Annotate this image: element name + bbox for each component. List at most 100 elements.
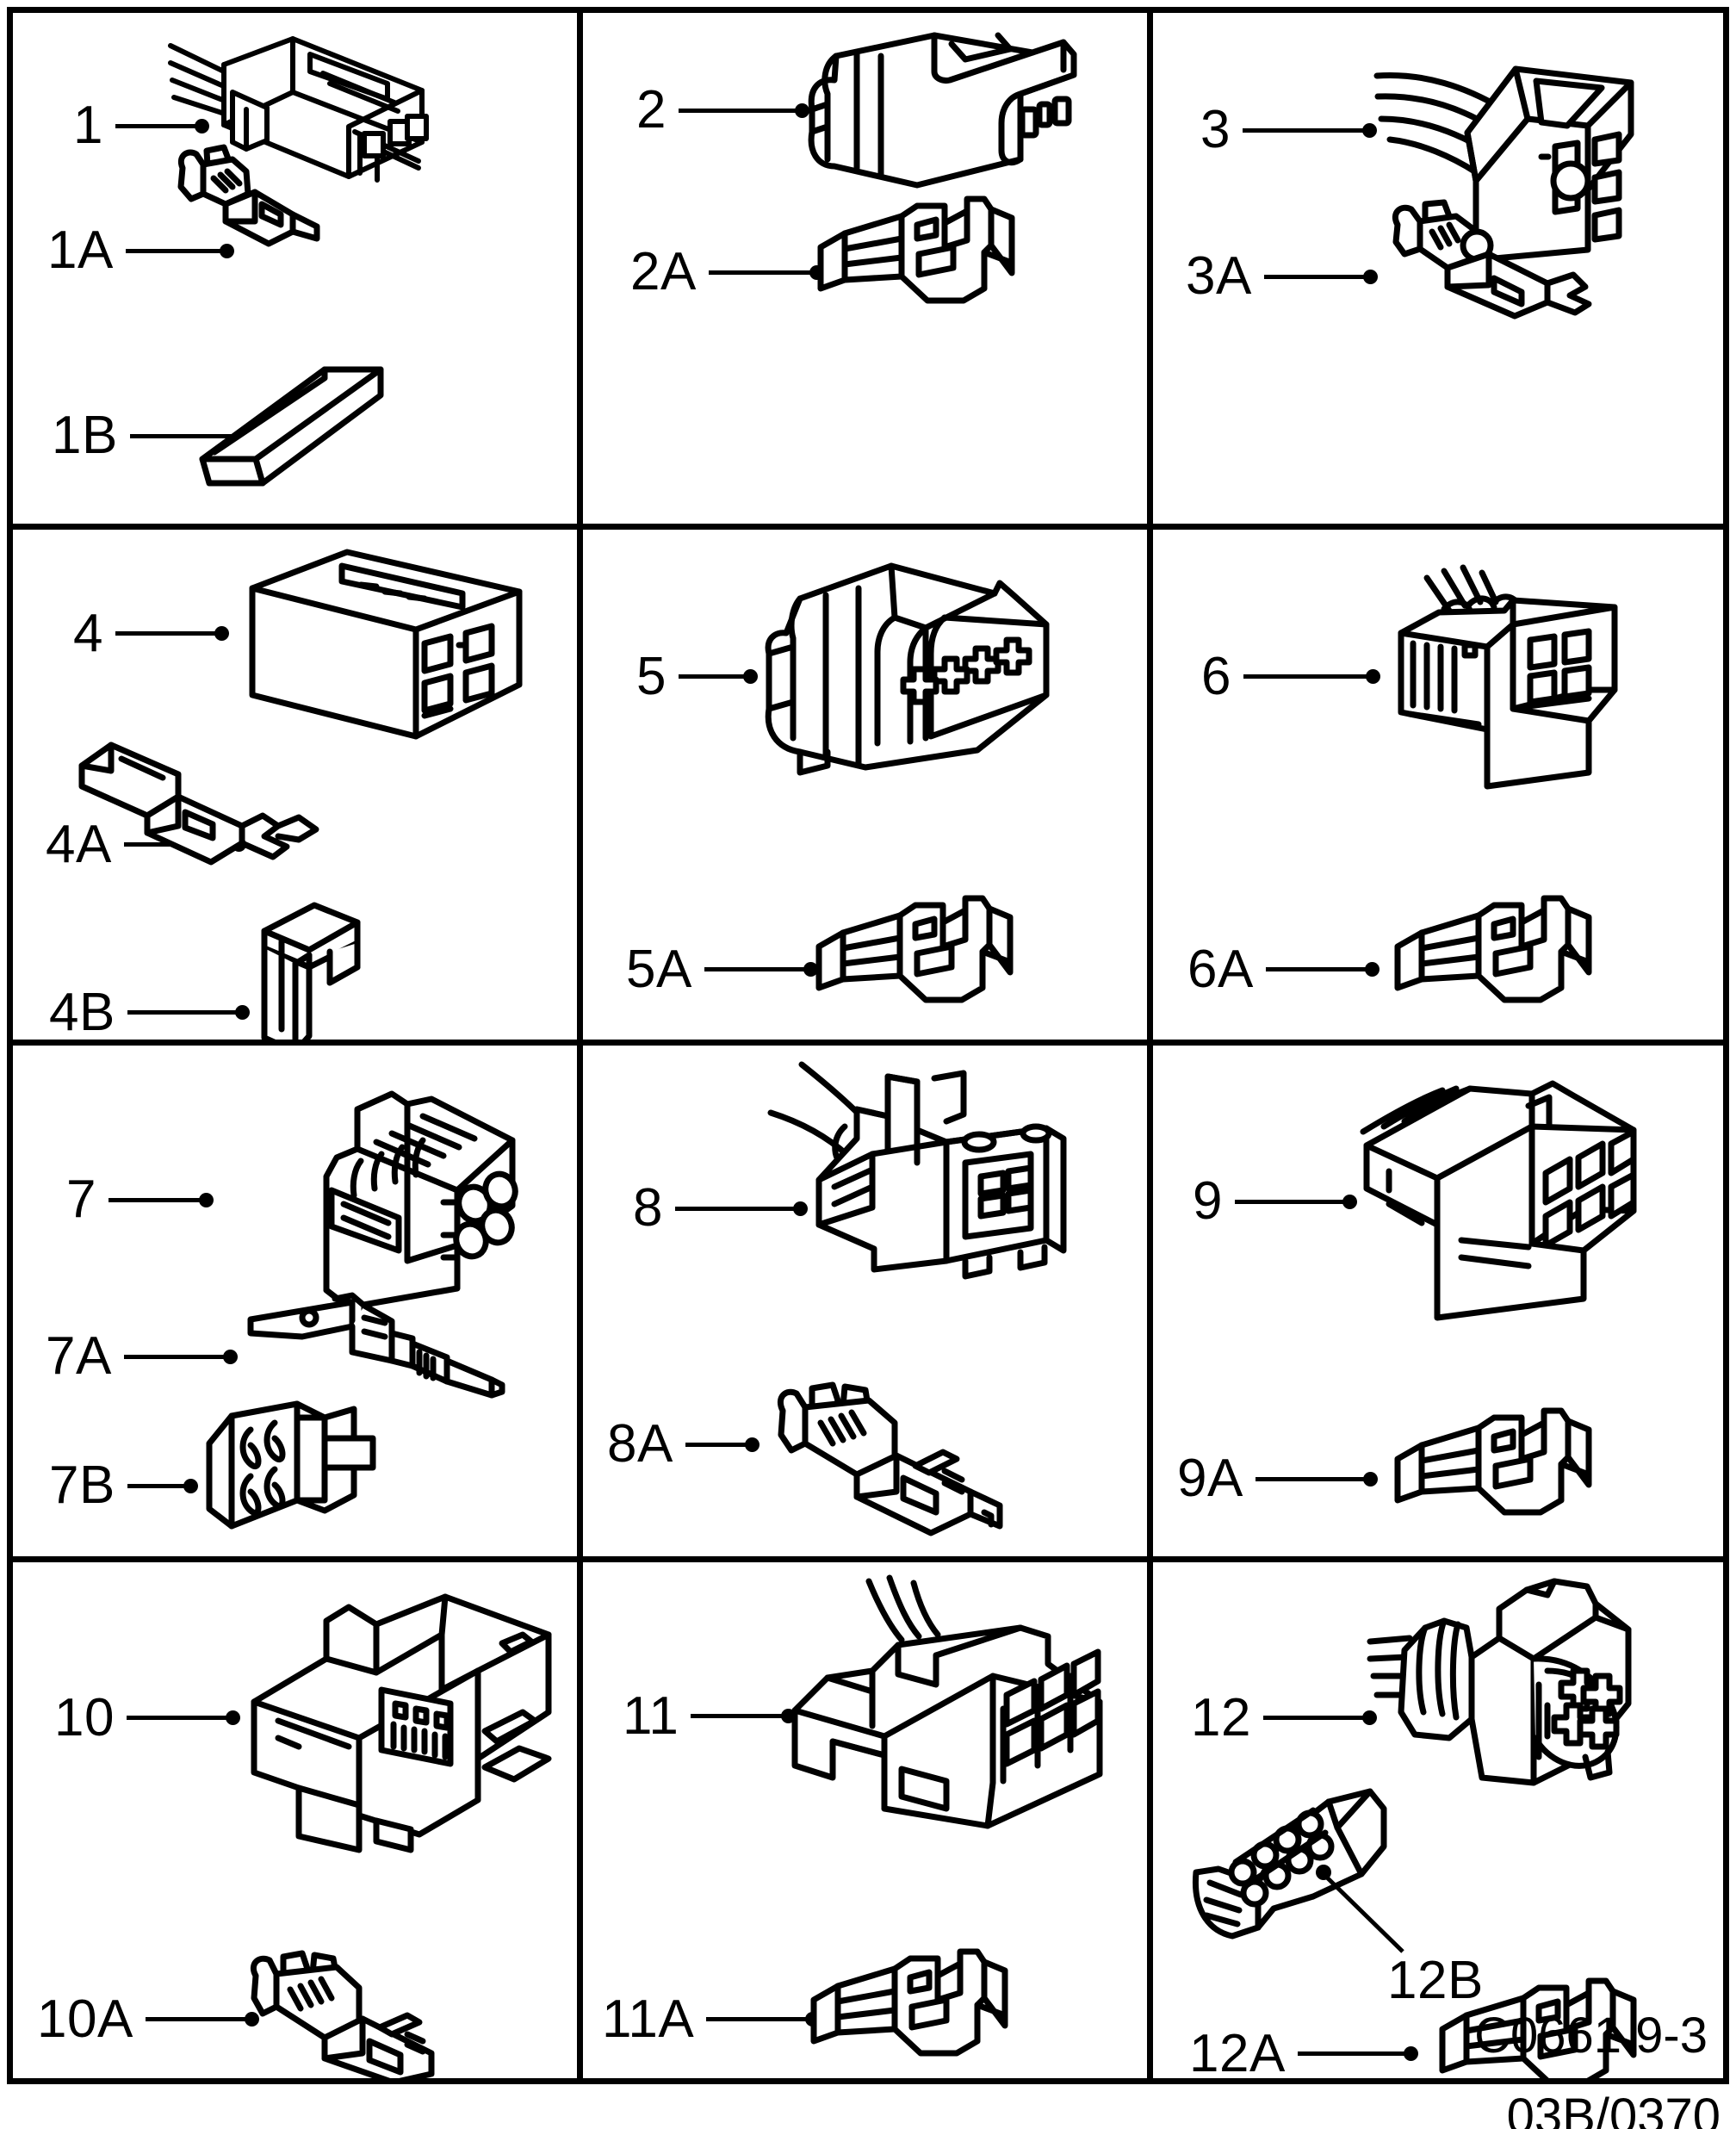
callout-2a: 2A — [630, 245, 824, 299]
callout-12a: 12A — [1189, 2023, 1418, 2078]
part-art-6 — [1392, 561, 1651, 802]
callout-label: 1B — [52, 406, 118, 465]
callout-label: 6 — [1201, 646, 1231, 706]
leader-line — [108, 1197, 202, 1202]
leader-dot — [792, 1201, 808, 1216]
callout-11a: 11A — [602, 1989, 821, 2049]
callout-label: 5 — [636, 646, 666, 706]
leader-line — [126, 1716, 228, 1720]
leader-line — [1255, 1476, 1366, 1481]
leader-dot — [222, 1349, 238, 1364]
part-art-1 — [164, 30, 499, 211]
leader-line — [115, 631, 217, 636]
callout-label: 8A — [607, 1414, 673, 1474]
leader-dot — [244, 2012, 259, 2027]
callout-6: 6 — [1201, 646, 1380, 706]
parts-cell-7: 7 — [13, 1046, 583, 1562]
leader-line — [123, 1354, 226, 1359]
parts-cell-11: 11 — [583, 1561, 1153, 2078]
part-art-11a — [809, 1946, 1011, 2071]
part-art-2a — [815, 194, 1018, 319]
leader-12b — [1316, 1864, 1420, 1960]
callout-label: 12 — [1191, 1687, 1251, 1747]
callout-1: 1 — [73, 99, 209, 152]
part-art-10 — [247, 1586, 557, 1871]
leader-dot — [742, 669, 758, 684]
callout-label: 7A — [46, 1326, 112, 1386]
leader-line — [145, 2017, 247, 2021]
part-art-5a — [814, 893, 1016, 1018]
leader-line — [674, 1206, 796, 1211]
leader-line — [678, 674, 746, 679]
part-art-1a — [172, 142, 327, 254]
callout-7a: 7A — [46, 1330, 238, 1383]
callout-label: 9A — [1177, 1449, 1243, 1508]
leader-dot — [198, 1192, 214, 1207]
leader-line — [1243, 674, 1368, 679]
callout-label: 12A — [1189, 2023, 1286, 2078]
leader-line — [1263, 274, 1366, 279]
leader-line — [1242, 127, 1365, 133]
parts-cell-8: 8 — [583, 1046, 1153, 1562]
leader-dot — [1362, 269, 1378, 284]
leader-line — [1262, 1716, 1365, 1720]
part-art-11 — [790, 1574, 1113, 1841]
part-art-12a — [1437, 1976, 1640, 2078]
parts-cell-12: 12 — [1153, 1562, 1723, 2078]
callout-label: 4A — [46, 814, 112, 874]
callout-label: 12B — [1387, 1950, 1484, 2010]
callout-label: 11 — [623, 1685, 679, 1746]
callout-9: 9 — [1193, 1175, 1357, 1228]
callout-11: 11 — [623, 1685, 797, 1746]
callout-label: 4 — [73, 603, 103, 663]
leader-dot — [214, 626, 229, 641]
leader-dot — [1361, 1710, 1377, 1725]
part-art-5 — [762, 557, 1089, 794]
part-art-8a — [774, 1381, 1024, 1541]
callout-6a: 6A — [1187, 942, 1380, 996]
callout-10a: 10A — [37, 1992, 259, 2046]
callout-1b: 1B — [52, 409, 263, 462]
leader-dot — [1361, 122, 1377, 138]
callout-label: 9 — [1193, 1171, 1223, 1231]
part-art-9a — [1392, 1406, 1595, 1530]
leader-line — [1297, 2051, 1406, 2056]
callout-label: 5A — [626, 939, 692, 999]
part-art-2 — [805, 30, 1098, 207]
part-art-8 — [762, 1056, 1081, 1327]
leader-dot — [183, 1478, 198, 1493]
parts-cell-1: 1 — [13, 13, 583, 530]
leader-line — [706, 2017, 809, 2021]
part-art-4a — [73, 736, 323, 870]
catalog-code: C0661 9-3 — [1474, 2008, 1708, 2064]
leader-dot — [219, 243, 234, 258]
callout-label: 11A — [602, 1989, 695, 2049]
callout-label: 1 — [73, 96, 103, 155]
leader-line — [678, 108, 797, 113]
callout-label: 3 — [1200, 100, 1231, 159]
leader-dot — [194, 118, 209, 133]
callout-8a: 8A — [607, 1418, 760, 1471]
leader-line — [127, 1483, 186, 1488]
callout-7b: 7B — [49, 1459, 198, 1512]
leader-line — [708, 270, 812, 275]
part-art-7b — [201, 1399, 399, 1554]
callout-10: 10 — [54, 1691, 240, 1745]
callout-5: 5 — [636, 646, 758, 706]
callout-label: 7B — [49, 1456, 115, 1515]
callout-4b: 4B — [49, 982, 250, 1042]
callout-label: 1A — [47, 220, 114, 280]
callout-2: 2 — [636, 84, 809, 137]
parts-cell-2: 2 — [583, 13, 1153, 530]
callout-label: 2A — [630, 242, 697, 301]
leader-dot — [1403, 2046, 1418, 2061]
leader-line — [127, 1010, 238, 1015]
parts-cell-9: 9 — [1153, 1046, 1723, 1562]
part-art-12b — [1184, 1779, 1399, 1952]
callout-label: 4B — [49, 982, 115, 1042]
part-art-7a — [244, 1292, 511, 1407]
leader-dot — [1342, 1194, 1357, 1209]
callout-3: 3 — [1200, 103, 1377, 157]
leader-line — [685, 1442, 747, 1447]
